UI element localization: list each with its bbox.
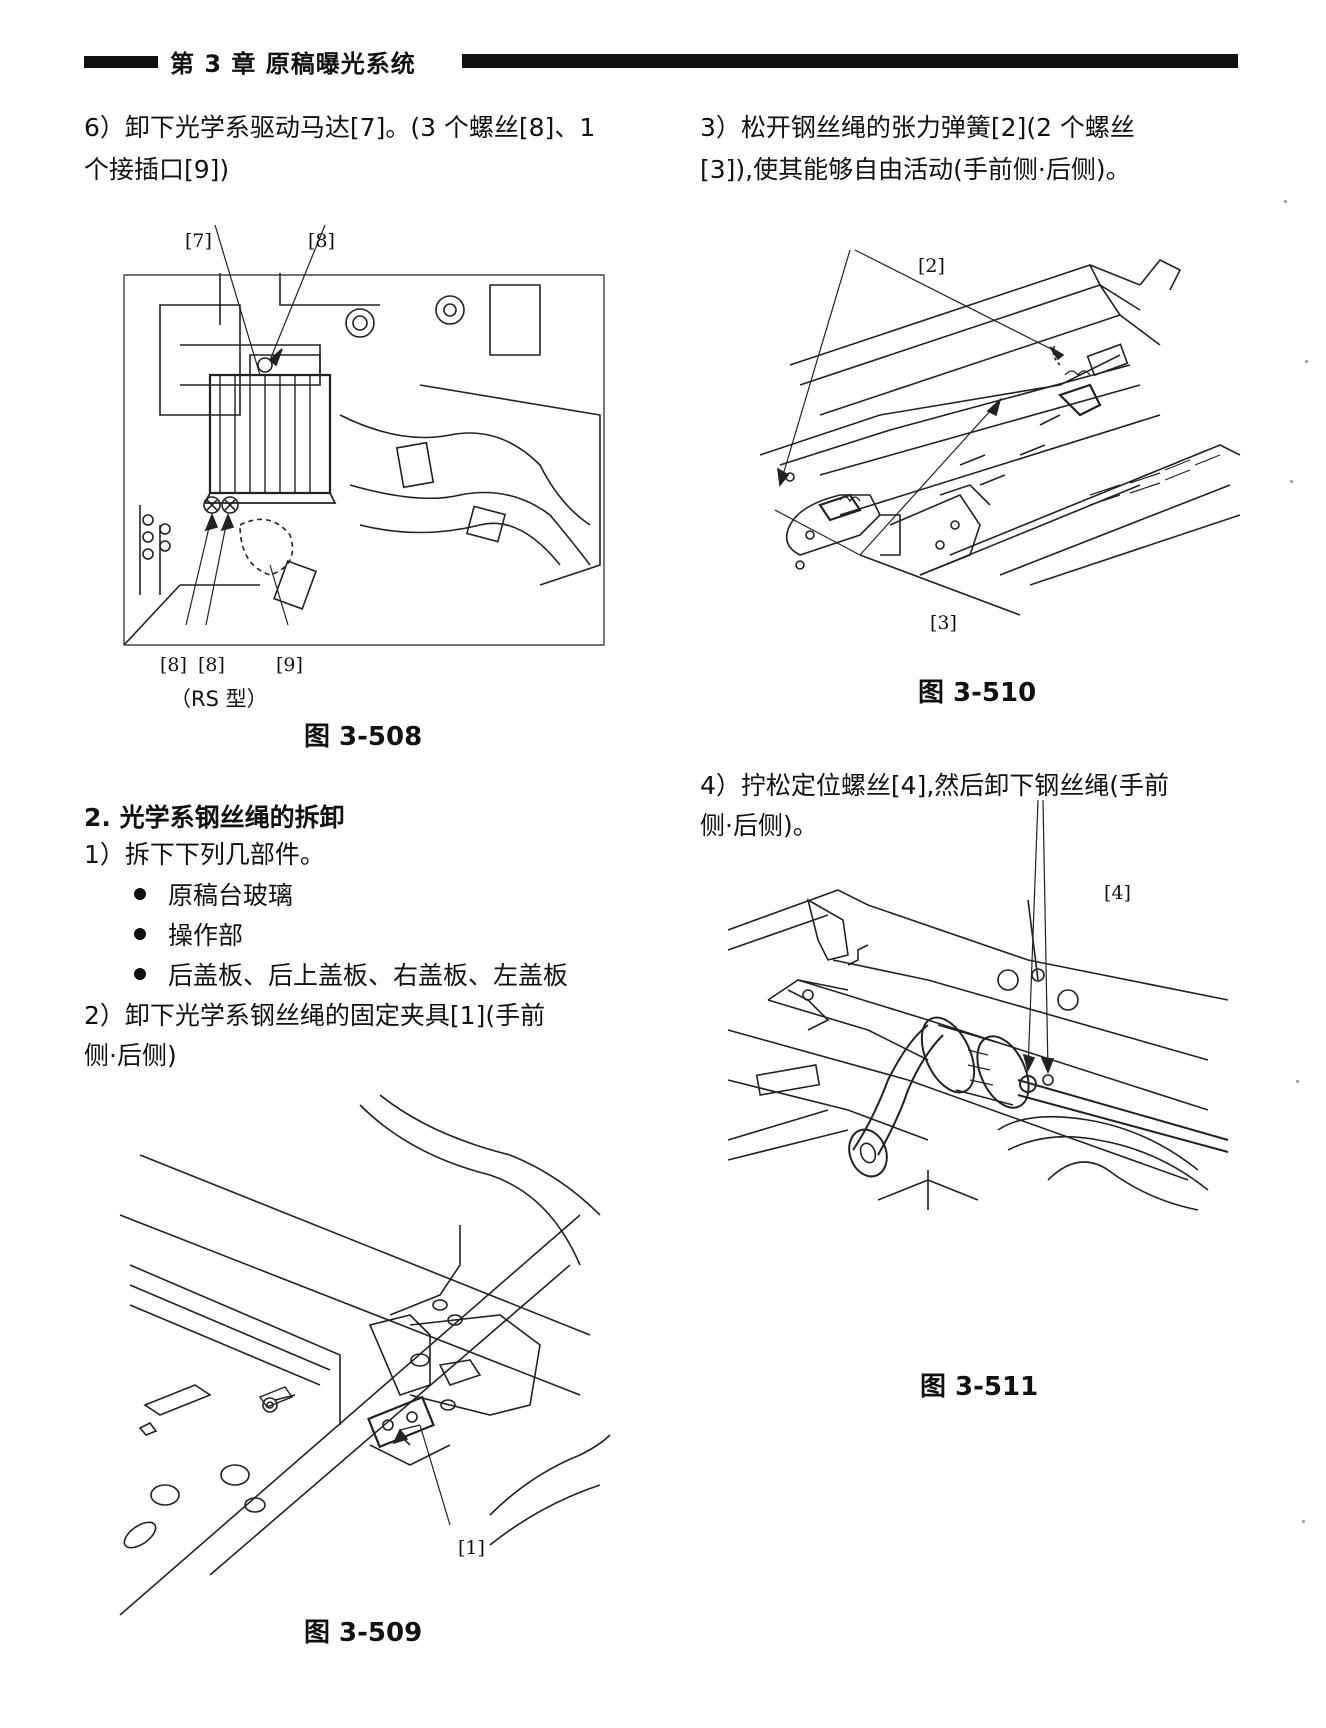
bullet-icon xyxy=(134,968,146,980)
fig508-label-8-a: [8] xyxy=(160,654,187,676)
fig509-caption: 图 3-509 xyxy=(304,1618,423,1648)
fig509-label-1: [1] xyxy=(458,1537,485,1559)
step6-line1: 6）卸下光学系驱动马达[7]。(3 个螺丝[8]、1 xyxy=(84,113,596,142)
scan-speck xyxy=(1290,480,1293,483)
section2-step2-line2: 侧·后侧) xyxy=(84,1041,177,1070)
step3-line2: [3]),使其能够自由活动(手前侧·后侧)。 xyxy=(700,155,1131,184)
bullet-icon xyxy=(134,928,146,940)
fig510-label-3: [3] xyxy=(930,612,957,634)
scan-speck xyxy=(1284,200,1287,203)
fig508-label-8-b: [8] xyxy=(198,654,225,676)
bullet-icon xyxy=(134,888,146,900)
chapter-title: 第 3 章 原稿曝光系统 xyxy=(170,50,416,78)
fig511-label-4: [4] xyxy=(1104,882,1131,904)
scan-speck xyxy=(1302,1520,1305,1523)
header-bar-left xyxy=(84,56,158,68)
bullet-item: 原稿台玻璃 xyxy=(134,876,293,916)
scan-speck xyxy=(1305,360,1308,363)
fig510-caption: 图 3-510 xyxy=(918,678,1037,708)
section2-step1: 1）拆下下列几部件。 xyxy=(84,840,325,869)
bullet-item: 操作部 xyxy=(134,916,243,956)
fig508-label-9: [9] xyxy=(276,654,303,676)
step4-line1: 4）拧松定位螺丝[4],然后卸下钢丝绳(手前 xyxy=(700,771,1170,800)
figure-3-509-illustration xyxy=(110,1095,610,1635)
fig508-label-8-top: [8] xyxy=(308,230,335,252)
figure-3-511-illustration xyxy=(728,880,1228,1220)
section2-step2-line1: 2）卸下光学系钢丝绳的固定夹具[1](手前 xyxy=(84,1001,546,1030)
step4-line2: 侧·后侧)。 xyxy=(700,811,818,840)
figure-3-508-illustration xyxy=(120,265,620,650)
fig511-caption: 图 3-511 xyxy=(920,1372,1039,1402)
header-bar-right xyxy=(462,54,1238,68)
figure-3-510-illustration xyxy=(760,255,1240,615)
fig508-rs-type-note: （RS 型） xyxy=(170,687,268,711)
fig508-label-7: [7] xyxy=(185,230,212,252)
fig508-caption: 图 3-508 xyxy=(304,722,423,752)
step6-line2: 个接插口[9]) xyxy=(84,155,230,184)
fig510-label-2: [2] xyxy=(918,255,945,277)
section2-title: 2. 光学系钢丝绳的拆卸 xyxy=(84,803,345,832)
step3-line1: 3）松开钢丝绳的张力弹簧[2](2 个螺丝 xyxy=(700,113,1135,142)
bullet-item: 后盖板、后上盖板、右盖板、左盖板 xyxy=(134,956,568,996)
scan-speck xyxy=(1296,1080,1299,1083)
